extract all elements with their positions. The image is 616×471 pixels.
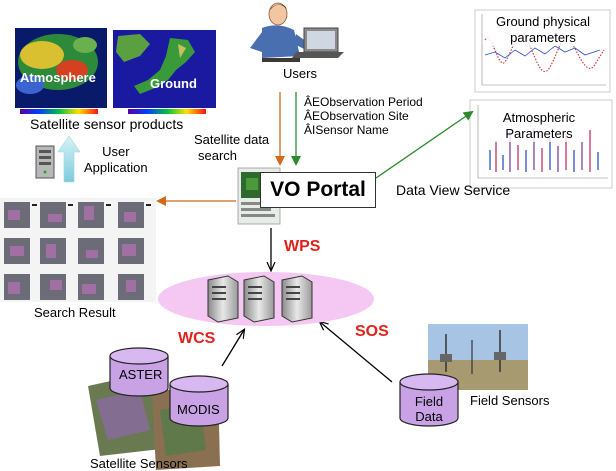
query-sensor-name: ÂISensor Name xyxy=(304,123,389,137)
satellite-data-search-label: Satellite data search xyxy=(194,132,270,163)
pc-tower-icon xyxy=(35,145,55,179)
query-observation-period: ÂEObservation Period xyxy=(304,95,423,109)
query-parameter-list: ÂEObservation Period ÂEObservation Site … xyxy=(304,95,423,137)
user-at-laptop-image xyxy=(250,2,344,62)
server-icon xyxy=(243,275,275,323)
atmosphere-map-image xyxy=(15,28,107,108)
vo-portal-box[interactable]: VO Portal xyxy=(260,172,376,208)
atmospheric-parameters-title: Atmospheric Parameters xyxy=(494,110,584,142)
wps-label: WPS xyxy=(284,238,321,255)
field-data-label: Field Data xyxy=(414,394,444,424)
field-data-database-icon xyxy=(399,373,459,427)
ground-label: Ground xyxy=(150,76,197,91)
sos-arrow xyxy=(320,322,393,383)
ground-parameters-title: Ground physical parameters xyxy=(487,14,599,46)
field-sensors-caption: Field Sensors xyxy=(470,393,550,408)
aster-label: ASTER xyxy=(119,367,163,382)
wcs-arrow xyxy=(221,330,244,367)
satellite-products-caption: Satellite sensor products xyxy=(30,116,184,132)
search-result-thumbnails xyxy=(0,198,156,302)
users-label: Users xyxy=(283,66,317,81)
satellite-sensors-caption: Satellite Sensors xyxy=(90,456,188,471)
ground-map-image xyxy=(113,30,216,108)
wcs-label: WCS xyxy=(178,330,216,347)
query-observation-site: ÂEObservation Site xyxy=(304,109,409,123)
aster-database-icon xyxy=(109,347,169,397)
sos-label: SOS xyxy=(355,323,389,340)
server-icon xyxy=(207,275,239,323)
server-icons xyxy=(207,275,313,323)
modis-label: MODIS xyxy=(177,402,220,417)
modis-database-icon xyxy=(169,375,229,427)
data-view-service-label: Data View Service xyxy=(396,182,511,198)
server-icon xyxy=(281,275,313,323)
ground-colorbar xyxy=(128,109,206,114)
user-application-label: User Application xyxy=(84,144,148,175)
atmosphere-label: Atmosphere xyxy=(20,70,96,85)
user-application-up-arrow xyxy=(57,135,81,183)
search-result-caption: Search Result xyxy=(34,305,116,320)
atmosphere-colorbar xyxy=(20,109,98,114)
data-view-arrow-green xyxy=(375,110,474,179)
vo-portal-label: VO Portal xyxy=(270,178,366,201)
